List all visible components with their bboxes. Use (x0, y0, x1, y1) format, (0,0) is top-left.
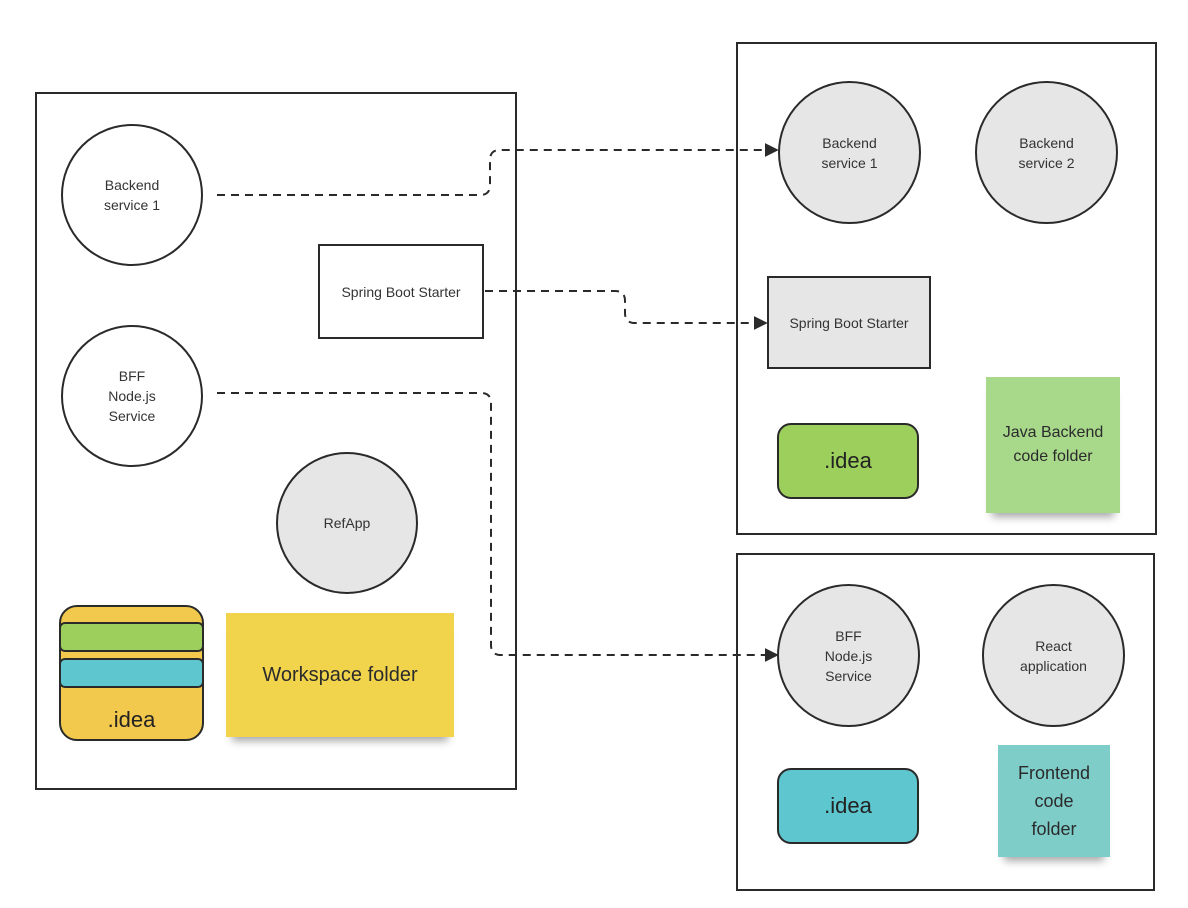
connector-spring-boot (485, 290, 768, 330)
java-backend-service-1: Backend service 1 (778, 81, 921, 224)
java-idea-block: .idea (777, 423, 919, 499)
workspace-bff-node-service: BFF Node.js Service (61, 325, 203, 467)
java-backend-service-2: Backend service 2 (975, 81, 1118, 224)
workspace-spring-boot-starter: Spring Boot Starter (318, 244, 484, 339)
workspace-idea-stack: .idea (59, 605, 204, 741)
workspace-refapp: RefApp (276, 452, 418, 594)
java-spring-boot-starter: Spring Boot Starter (767, 276, 931, 369)
workspace-folder-note: Workspace folder (226, 613, 454, 737)
java-backend-folder-note: Java Backend code folder (986, 377, 1120, 513)
teal-layer (61, 658, 202, 688)
workspace-backend-service-1: Backend service 1 (61, 124, 203, 266)
frontend-idea-block: .idea (777, 768, 919, 844)
frontend-bff-node-service: BFF Node.js Service (777, 584, 920, 727)
workspace-idea-label: .idea (107, 707, 156, 732)
frontend-react-application: React application (982, 584, 1125, 727)
green-layer (61, 622, 202, 652)
frontend-folder-note: Frontend code folder (998, 745, 1110, 857)
